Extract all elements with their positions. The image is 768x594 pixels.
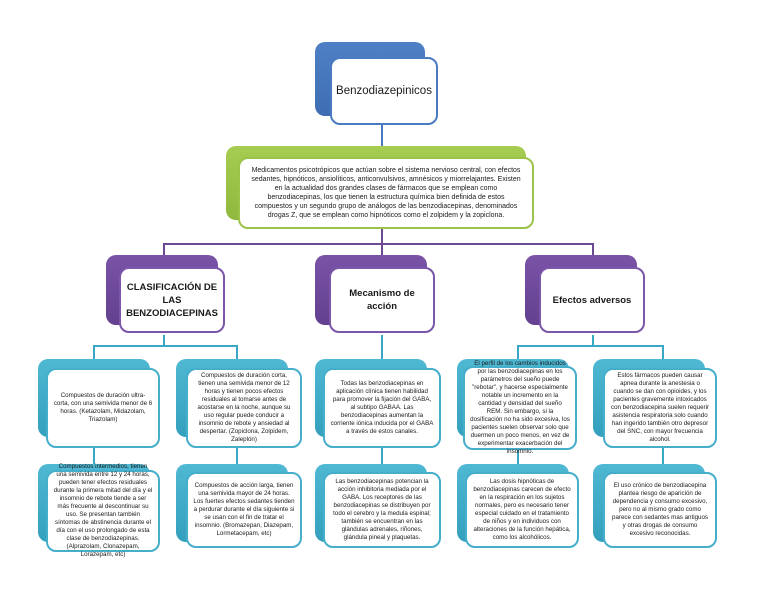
connector-clasif-right <box>236 345 238 359</box>
leaf-text: Compuestos de duración corta, tienen una… <box>197 372 291 443</box>
connector-branch-left <box>163 243 165 258</box>
connector-efectos-right-lower <box>662 448 664 464</box>
leaf-text: Las dosis hipnóticas de benzodiacepinas … <box>473 478 571 541</box>
connector-branch-right <box>592 243 594 258</box>
leaf-box: Compuestos de duración corta, tienen una… <box>186 368 302 448</box>
category-mecanismo-label: Mecanismo de acción <box>349 288 415 312</box>
connector-clasif-right-lower <box>236 448 238 464</box>
category-clasificacion-label: CLASIFICACIÓN DE LAS BENZODIACEPINAS <box>126 281 218 319</box>
connector-intro-down <box>381 228 383 244</box>
leaf-text: Compuestos de duración ultra-corta, con … <box>53 392 153 423</box>
intro-node-box: Medicamentos psicotrópicos que actúan so… <box>238 157 534 229</box>
leaf-text: Compuestos intermedios, tienen una semiv… <box>53 463 153 558</box>
leaf-box: Estos fármacos pueden causar apnea duran… <box>603 368 717 448</box>
leaf-box: El uso crónico de benzodiacepina plantea… <box>603 472 717 548</box>
leaf-box: Compuestos de duración ultra-corta, con … <box>46 368 160 448</box>
root-node-box: Benzodiazepinicos <box>330 57 438 125</box>
connector-clasif-down <box>163 335 165 346</box>
leaf-box: Compuestos de acción larga, tienen una s… <box>186 472 302 548</box>
connector-branch-mid <box>381 243 383 258</box>
connector-efectos-right <box>662 345 664 359</box>
connector-root-intro <box>381 125 383 148</box>
connector-efectos-left-lower <box>517 448 519 464</box>
leaf-box: Las benzodiacepinas potencian la acción … <box>323 472 441 548</box>
leaf-text: Compuestos de acción larga, tienen una s… <box>193 482 295 537</box>
leaf-box: Las dosis hipnóticas de benzodiacepinas … <box>465 472 579 548</box>
connector-efectos-left <box>517 345 519 359</box>
connector-mecanismo-lower <box>381 448 383 464</box>
leaf-box: El perfil de los cambios inducidos por l… <box>463 360 577 455</box>
leaf-text: Las benzodiacepinas potencian la acción … <box>333 478 431 541</box>
connector-mecanismo-down <box>381 335 383 360</box>
root-node-label: Benzodiazepinicos <box>336 85 432 97</box>
intro-node-text: Medicamentos psicotrópicos que actúan so… <box>251 167 521 219</box>
leaf-box: Todas las benzodiacepinas en aplicación … <box>323 368 441 448</box>
category-efectos-label: Efectos adversos <box>552 294 632 306</box>
connector-branch-horizontal <box>163 243 593 245</box>
leaf-text: El uso crónico de benzodiacepina plantea… <box>612 482 708 537</box>
leaf-text: Estos fármacos pueden causar apnea duran… <box>610 372 710 443</box>
category-mecanismo-box: Mecanismo de acción <box>329 267 435 333</box>
leaf-text: El perfil de los cambios inducidos por l… <box>470 360 570 455</box>
connector-efectos-down <box>592 335 594 346</box>
category-clasificacion-box: CLASIFICACIÓN DE LAS BENZODIACEPINAS <box>119 267 225 333</box>
leaf-box: Compuestos intermedios, tienen una semiv… <box>46 463 160 558</box>
connector-clasif-left-lower <box>93 448 95 464</box>
connector-efectos-horizontal <box>517 345 664 347</box>
connector-clasif-horizontal <box>93 345 238 347</box>
category-efectos-box: Efectos adversos <box>539 267 645 333</box>
connector-clasif-left <box>93 345 95 359</box>
leaf-text: Todas las benzodiacepinas en aplicación … <box>330 380 434 435</box>
